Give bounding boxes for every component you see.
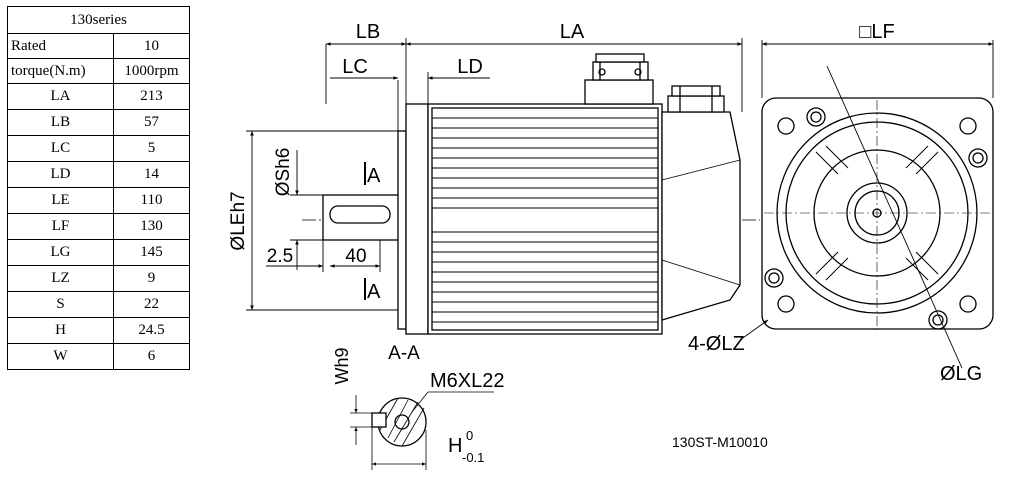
param-name: LE xyxy=(7,187,114,214)
table-series-header: 130series xyxy=(7,6,190,34)
label-thread: M6XL22 xyxy=(430,370,505,392)
label-lz: 4-ØLZ xyxy=(688,333,745,355)
flange-square xyxy=(761,97,994,330)
model-number: 130ST-M10010 xyxy=(672,434,768,450)
bearing-circle xyxy=(846,182,908,244)
label-lc: LC xyxy=(342,56,368,78)
table-cell-speed: 1000rpm xyxy=(113,58,190,84)
label-ld: LD xyxy=(457,56,483,78)
param-name: W xyxy=(7,343,114,370)
lz-leader xyxy=(739,319,769,341)
param-name: LC xyxy=(7,135,114,162)
side-view xyxy=(246,38,994,335)
label-dim-2-5: 2.5 xyxy=(267,246,293,267)
label-h: H xyxy=(448,435,462,457)
label-dim-40: 40 xyxy=(345,246,366,267)
param-value: 145 xyxy=(113,239,190,266)
lg-leader xyxy=(826,65,963,369)
table-cell-torque: torque(N.m) xyxy=(7,58,114,84)
label-section-top: A xyxy=(367,165,381,187)
param-name: LF xyxy=(7,213,114,240)
label-wh9: Wh9 xyxy=(332,347,352,384)
param-value: 6 xyxy=(113,343,190,370)
label-flange-dia: ØLEh7 xyxy=(228,191,249,250)
label-section-bottom: A xyxy=(367,281,381,303)
ribs xyxy=(815,145,939,281)
param-value: 22 xyxy=(113,291,190,318)
param-name: LG xyxy=(7,239,114,266)
motor-body xyxy=(427,103,663,335)
end-view xyxy=(739,65,994,369)
flange-pilot xyxy=(397,130,407,330)
label-lf: □LF xyxy=(859,21,894,43)
label-shaft-dia: ØSh6 xyxy=(273,148,294,197)
encoder-housing xyxy=(661,111,741,321)
param-value: 57 xyxy=(113,109,190,136)
param-value: 213 xyxy=(113,83,190,110)
param-value: 5 xyxy=(113,135,190,162)
section-view xyxy=(350,391,494,470)
param-value: 24.5 xyxy=(113,317,190,344)
motor-body-inner xyxy=(431,107,659,331)
label-la: LA xyxy=(560,21,585,43)
param-value: 14 xyxy=(113,161,190,188)
label-lg: ØLG xyxy=(940,363,982,385)
cooling-fins xyxy=(432,117,658,323)
param-name: LB xyxy=(7,109,114,136)
thread-hole xyxy=(394,414,410,430)
mounting-holes xyxy=(764,107,988,330)
label-lb: LB xyxy=(356,21,380,43)
shaft-key xyxy=(371,412,387,428)
left-dimensions xyxy=(246,130,398,311)
shaft xyxy=(322,194,401,241)
label-h-lower: -0.1 xyxy=(462,450,484,465)
top-dimensions xyxy=(325,38,994,131)
power-connector xyxy=(584,53,654,105)
motor-flange xyxy=(405,103,429,335)
shaft-keyway xyxy=(329,205,391,224)
label-section-title: A-A xyxy=(388,343,420,364)
spec-table: 130series Rated 10 torque(N.m) 1000rpm L… xyxy=(7,6,190,370)
label-h-upper: 0 xyxy=(466,428,473,443)
encoder-connector xyxy=(667,85,725,113)
table-cell-rated: Rated xyxy=(7,33,114,59)
